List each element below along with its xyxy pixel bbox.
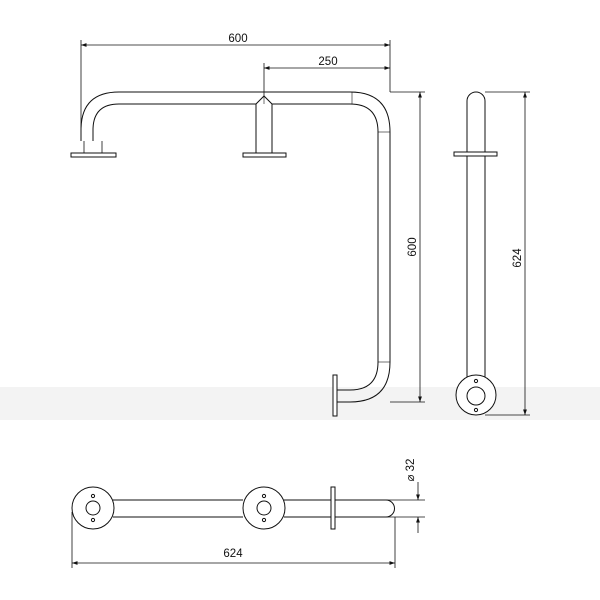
plan-middle-plate bbox=[242, 486, 286, 530]
plan-left-hole-top bbox=[90, 493, 96, 499]
plan-middle-tube-section bbox=[256, 500, 272, 516]
plan-left-plate bbox=[71, 486, 115, 530]
front-view bbox=[70, 91, 391, 417]
dim-label-600-height: 600 bbox=[407, 237, 419, 256]
front-dimensions bbox=[80, 40, 425, 403]
dim-label-624-height: 624 bbox=[512, 248, 524, 268]
plan-middle-hole-bottom bbox=[261, 517, 267, 523]
middle-support bbox=[255, 95, 273, 153]
plan-dimensions bbox=[71, 482, 425, 568]
side-view bbox=[453, 91, 498, 416]
dim-label-250: 250 bbox=[318, 56, 337, 68]
plan-view bbox=[71, 486, 395, 530]
front-tube-outer bbox=[80, 91, 391, 403]
plan-middle-hole-top bbox=[261, 493, 267, 499]
side-top-flange bbox=[453, 151, 498, 157]
side-screw-hole-top bbox=[473, 378, 479, 384]
dim-label-624-length: 624 bbox=[223, 548, 243, 560]
left-flange bbox=[70, 152, 117, 158]
side-wall-plate bbox=[455, 374, 497, 416]
side-screw-hole-bottom bbox=[473, 407, 479, 413]
side-tube-section bbox=[466, 386, 486, 406]
background-band bbox=[0, 387, 600, 420]
dim-label-diameter: ⌀ 32 bbox=[405, 459, 417, 482]
plan-wall-flange bbox=[330, 486, 336, 530]
dim-label-600-width: 600 bbox=[228, 33, 247, 45]
front-tube-inner bbox=[92, 103, 379, 391]
side-dimensions bbox=[485, 91, 530, 416]
plan-left-tube-section bbox=[85, 500, 101, 516]
wall-flange bbox=[332, 374, 338, 417]
plan-left-hole-bottom bbox=[90, 517, 96, 523]
side-tube bbox=[466, 91, 486, 365]
middle-flange bbox=[242, 152, 287, 158]
